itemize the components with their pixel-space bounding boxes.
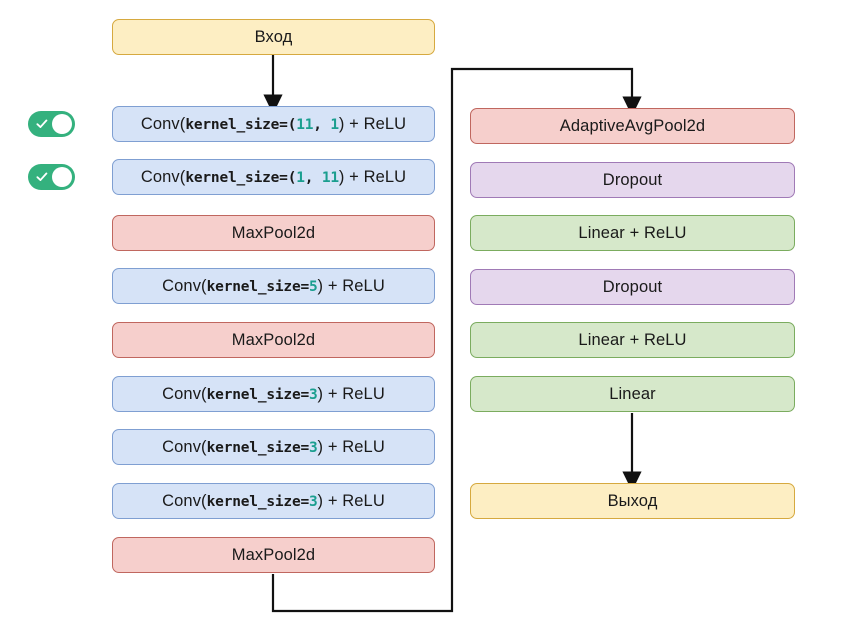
node-dropout-2-label: Dropout bbox=[602, 277, 663, 296]
node-maxpool-3-label: MaxPool2d bbox=[231, 545, 316, 564]
node-maxpool-2[interactable]: MaxPool2d bbox=[112, 322, 435, 358]
node-conv3[interactable]: Conv(kernel_size=5) + ReLU bbox=[112, 268, 435, 304]
toggle-conv1-knob bbox=[52, 114, 72, 134]
node-conv2-label: Conv(kernel_size=(1, 11) + ReLU bbox=[140, 167, 407, 186]
node-output[interactable]: Выход bbox=[470, 483, 795, 519]
toggle-conv2-knob bbox=[52, 167, 72, 187]
node-linear-relu-1-label: Linear + ReLU bbox=[578, 223, 687, 242]
node-conv5[interactable]: Conv(kernel_size=3) + ReLU bbox=[112, 429, 435, 465]
node-output-label: Выход bbox=[607, 491, 658, 510]
node-dropout-1[interactable]: Dropout bbox=[470, 162, 795, 198]
node-conv4-label: Conv(kernel_size=3) + ReLU bbox=[162, 384, 385, 403]
node-dropout-1-label: Dropout bbox=[602, 170, 663, 189]
node-conv1[interactable]: Conv(kernel_size=(11, 1) + ReLU bbox=[112, 106, 435, 142]
node-conv6-label: Conv(kernel_size=3) + ReLU bbox=[162, 491, 385, 510]
toggle-conv2[interactable] bbox=[28, 164, 75, 190]
toggle-conv1[interactable] bbox=[28, 111, 75, 137]
node-conv2[interactable]: Conv(kernel_size=(1, 11) + ReLU bbox=[112, 159, 435, 195]
node-input[interactable]: Вход bbox=[112, 19, 435, 55]
node-conv6[interactable]: Conv(kernel_size=3) + ReLU bbox=[112, 483, 435, 519]
node-maxpool-2-label: MaxPool2d bbox=[231, 330, 316, 349]
node-linear-relu-1[interactable]: Linear + ReLU bbox=[470, 215, 795, 251]
check-icon bbox=[36, 119, 48, 128]
node-linear[interactable]: Linear bbox=[470, 376, 795, 412]
node-maxpool-1[interactable]: MaxPool2d bbox=[112, 215, 435, 251]
node-conv3-label: Conv(kernel_size=5) + ReLU bbox=[162, 276, 385, 295]
node-conv4[interactable]: Conv(kernel_size=3) + ReLU bbox=[112, 376, 435, 412]
check-icon bbox=[36, 172, 48, 181]
node-linear-relu-2-label: Linear + ReLU bbox=[578, 330, 687, 349]
node-maxpool-3[interactable]: MaxPool2d bbox=[112, 537, 435, 573]
node-dropout-2[interactable]: Dropout bbox=[470, 269, 795, 305]
node-input-label: Вход bbox=[254, 27, 293, 46]
node-adaptiveavgpool2d[interactable]: AdaptiveAvgPool2d bbox=[470, 108, 795, 144]
node-adaptiveavgpool2d-label: AdaptiveAvgPool2d bbox=[559, 116, 706, 135]
node-linear-label: Linear bbox=[609, 384, 656, 403]
node-conv5-label: Conv(kernel_size=3) + ReLU bbox=[162, 437, 385, 456]
node-maxpool-1-label: MaxPool2d bbox=[231, 223, 316, 242]
node-conv1-label: Conv(kernel_size=(11, 1) + ReLU bbox=[140, 114, 407, 133]
node-linear-relu-2[interactable]: Linear + ReLU bbox=[470, 322, 795, 358]
